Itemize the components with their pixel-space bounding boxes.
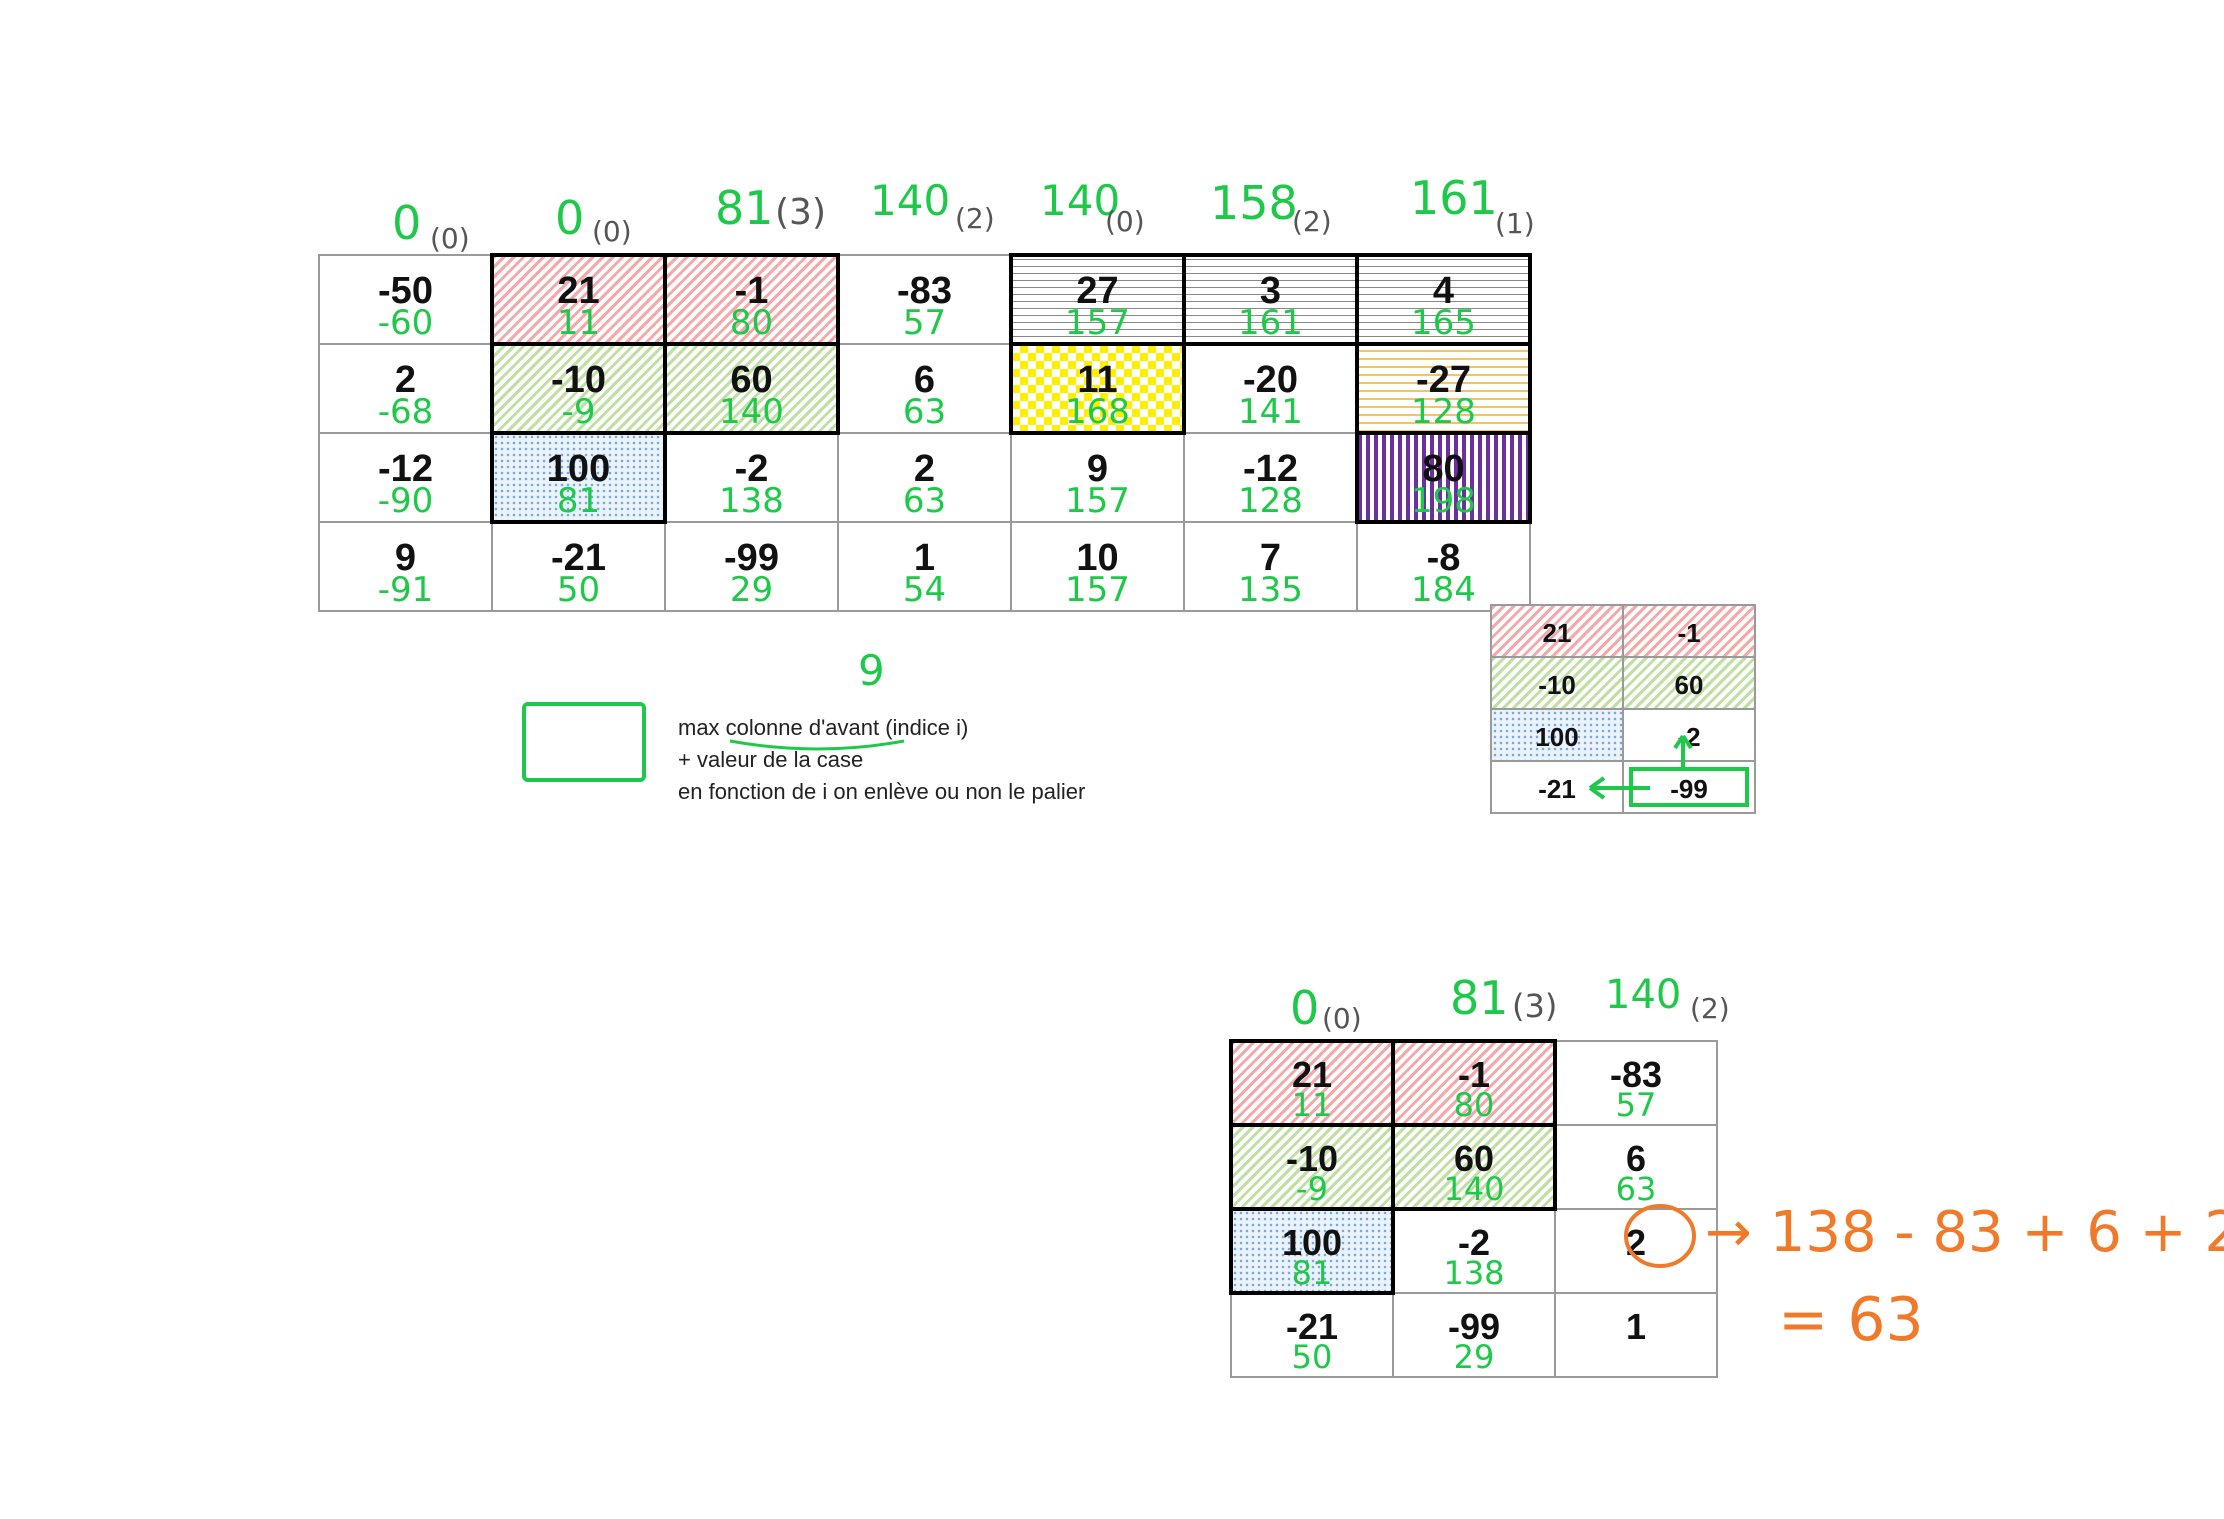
header-col6-value: 158 bbox=[1210, 176, 1298, 230]
table-row: 21 -1 bbox=[1490, 604, 1756, 658]
header-col5-index: (0) bbox=[1105, 205, 1145, 238]
bottom-header-col3-value: 140 bbox=[1605, 972, 1682, 1018]
bottom-header-col1-value: 0 bbox=[1290, 981, 1320, 1035]
legend-box bbox=[522, 702, 646, 782]
cell: 60 bbox=[1622, 656, 1756, 710]
cell: 21 bbox=[1490, 604, 1624, 658]
bottom-header-col1-index: (0) bbox=[1322, 1002, 1362, 1035]
cell: -2 bbox=[1622, 708, 1756, 762]
cell: -1 bbox=[1622, 604, 1756, 658]
header-col7-index: (1) bbox=[1495, 207, 1535, 240]
header-col3-index: (3) bbox=[775, 192, 826, 233]
legend-line-1: max colonne d'avant (indice i) bbox=[678, 715, 969, 740]
highlight-circle bbox=[1624, 1204, 1696, 1268]
legend-line-2: + valeur de la case bbox=[678, 747, 864, 772]
cell: -10 bbox=[1490, 656, 1624, 710]
arrow-annotations bbox=[1588, 734, 1693, 800]
cell: 1 bbox=[1554, 1292, 1718, 1378]
table-row: -10 60 bbox=[1490, 656, 1756, 710]
cell: 100 bbox=[1490, 708, 1624, 762]
cell: -10-9 bbox=[1229, 1123, 1395, 1211]
header-col5-value: 140 bbox=[1040, 176, 1121, 225]
header-col6-index: (2) bbox=[1292, 205, 1332, 238]
header-col3-value: 81 bbox=[715, 181, 774, 235]
calc-line-2: = 63 bbox=[1778, 1285, 1924, 1355]
header-col2-index: (0) bbox=[592, 215, 632, 248]
cell: 2-68 bbox=[318, 343, 493, 434]
legend-annotation: 9 bbox=[858, 646, 885, 695]
header-col4-index: (2) bbox=[955, 202, 995, 235]
legend-underline bbox=[729, 739, 905, 751]
calc-line-1: → 138 - 83 + 6 + 2 bbox=[1705, 1200, 2224, 1265]
bottom-header-col2-value: 81 bbox=[1450, 971, 1509, 1025]
header-col1-value: 0 bbox=[392, 196, 422, 250]
small-grid: 21 -1 -10 60 100 -2 -21 -99 bbox=[1490, 604, 1756, 814]
legend-text: max colonne d'avant (indice i) + valeur … bbox=[678, 712, 1085, 808]
legend-line-3: en fonction de i on enlève ou non le pal… bbox=[678, 779, 1086, 804]
header-col2-value: 0 bbox=[555, 191, 585, 245]
cell: -10-9 bbox=[490, 342, 667, 435]
cell: 9-91 bbox=[318, 521, 493, 612]
bottom-header-col3-index: (2) bbox=[1690, 992, 1730, 1025]
cell: -12-90 bbox=[318, 432, 493, 523]
header-col7-value: 161 bbox=[1410, 171, 1498, 225]
cell: -50-60 bbox=[318, 254, 493, 345]
header-col4-value: 140 bbox=[870, 176, 951, 225]
header-col1-index: (0) bbox=[430, 222, 470, 255]
table-row: 100 -2 bbox=[1490, 708, 1756, 762]
bottom-header-col2-index: (3) bbox=[1512, 987, 1558, 1025]
